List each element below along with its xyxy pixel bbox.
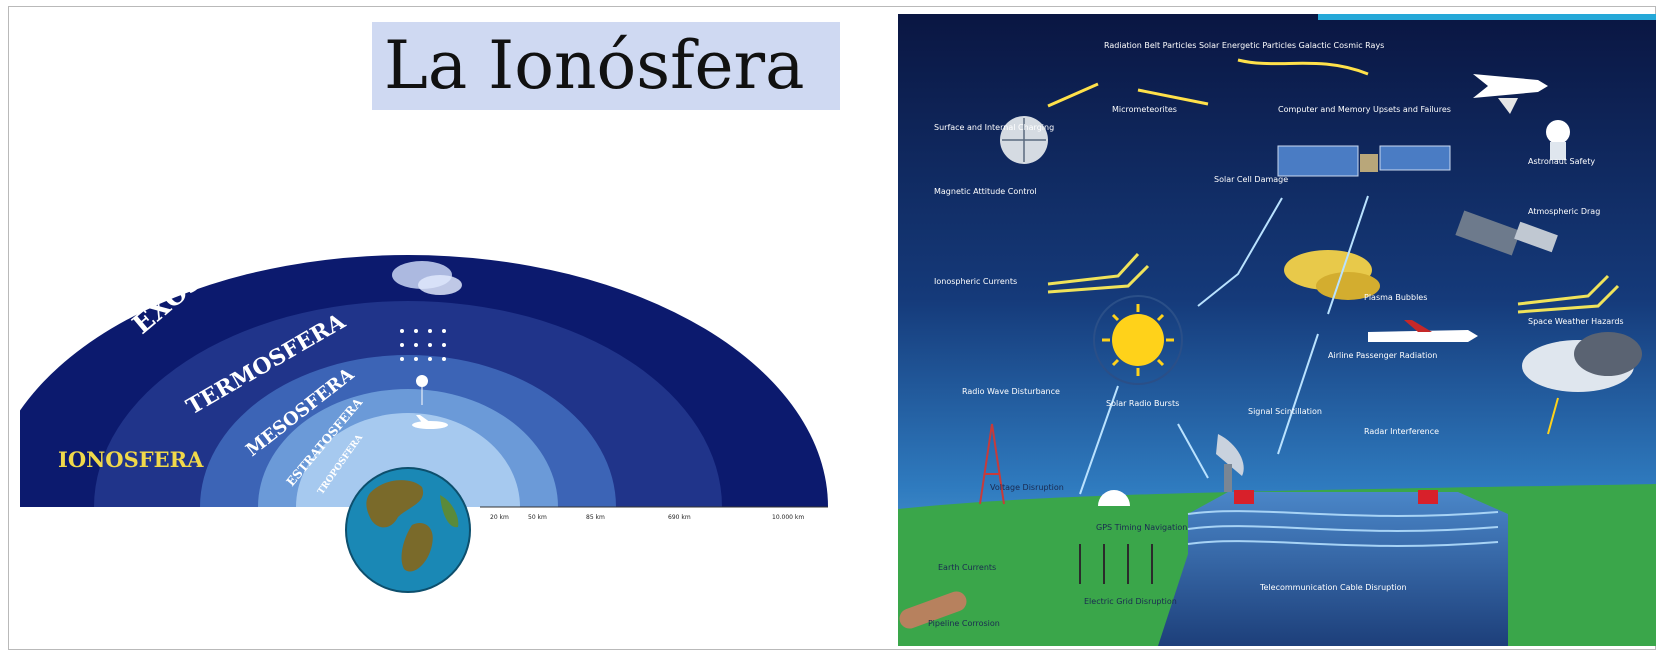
- satellite-drag-icon: [1455, 210, 1558, 256]
- radiation-arrows: [1047, 58, 1369, 108]
- label-voltage-disruption: Voltage Disruption: [990, 483, 1064, 492]
- satellite-main-icon: [1277, 145, 1451, 177]
- tick-690km: 690 km: [668, 514, 691, 521]
- label-radio-wave: Radio Wave Disturbance: [962, 387, 1060, 396]
- power-grid-icon: [1079, 544, 1153, 584]
- meteor-shower-icon: [400, 329, 446, 361]
- airplane-icon: [412, 415, 448, 429]
- storm-cloud-icon: [1522, 332, 1642, 435]
- label-radar-interference: Radar Interference: [1364, 427, 1439, 436]
- magnetometer-satellite-icon: [1000, 116, 1048, 164]
- label-signal-scintillation: Signal Scintillation: [1248, 407, 1322, 416]
- label-plasma-bubbles: Plasma Bubbles: [1364, 293, 1427, 302]
- radar-dish-icon: [1216, 434, 1244, 492]
- earth-globe: [345, 467, 471, 593]
- label-space-weather-hazards: Space Weather Hazards: [1528, 317, 1624, 326]
- label-cable: Telecommunication Cable Disruption: [1259, 583, 1407, 592]
- space-weather-infographic: Radiation Belt Particles Solar Energetic…: [898, 14, 1656, 646]
- label-magnetic-attitude: Magnetic Attitude Control: [934, 187, 1037, 196]
- plasma-cloud-icon: [1284, 250, 1380, 300]
- page-title: La Ionósfera: [372, 22, 840, 110]
- label-computer-memory: Computer and Memory Upsets and Failures: [1278, 105, 1451, 114]
- label-ionospheric-currents: Ionospheric Currents: [934, 277, 1017, 286]
- label-airline-radiation: Airline Passenger Radiation: [1328, 351, 1437, 360]
- sun-icon: [1093, 295, 1183, 385]
- label-surface-charging: Surface and Internal Charging: [934, 123, 1054, 132]
- gps-dome-icon: [1098, 490, 1130, 506]
- lightning-arrows: [1079, 195, 1369, 495]
- satellite-icon: [408, 173, 444, 201]
- label-micrometeorites: Micrometeorites: [1112, 105, 1177, 114]
- label-drag: Atmospheric Drag: [1528, 207, 1600, 216]
- ionosphere-label: IONOSFERA: [58, 447, 204, 472]
- tick-10000km: 10.000 km: [772, 514, 804, 521]
- pipeline-icon: [899, 591, 967, 629]
- label-gps: GPS Timing Navigation: [1096, 523, 1187, 532]
- label-astronaut: Astronaut Safety: [1528, 157, 1595, 166]
- astronaut-icon: [1546, 120, 1570, 160]
- troposphere-band: [296, 413, 520, 507]
- tick-50km: 50 km: [528, 514, 547, 521]
- radio-tower-icon: [979, 423, 1005, 505]
- ionospheric-current-arrows: [1047, 252, 1620, 314]
- label-radio-burst: Solar Radio Bursts: [1106, 399, 1179, 408]
- atmosphere-layers-diagram: EXOSFERA TERMOSFERA MESOSFERA ESTRATOSFE…: [20, 125, 840, 625]
- aurora-cloud-icon: [392, 261, 462, 295]
- weather-balloon-icon: [416, 375, 428, 405]
- label-earth-currents: Earth Currents: [938, 563, 996, 572]
- label-particles: Radiation Belt Particles Solar Energetic…: [1104, 41, 1384, 50]
- airliner-icon: [1368, 320, 1478, 342]
- tick-85km: 85 km: [586, 514, 605, 521]
- label-solar-cell: Solar Cell Damage: [1214, 175, 1288, 184]
- space-shuttle-icon: [1473, 74, 1548, 114]
- tick-20km: 20 km: [490, 514, 509, 521]
- label-power-grid: Electric Grid Disruption: [1084, 597, 1177, 606]
- label-pipeline: Pipeline Corrosion: [928, 619, 1000, 628]
